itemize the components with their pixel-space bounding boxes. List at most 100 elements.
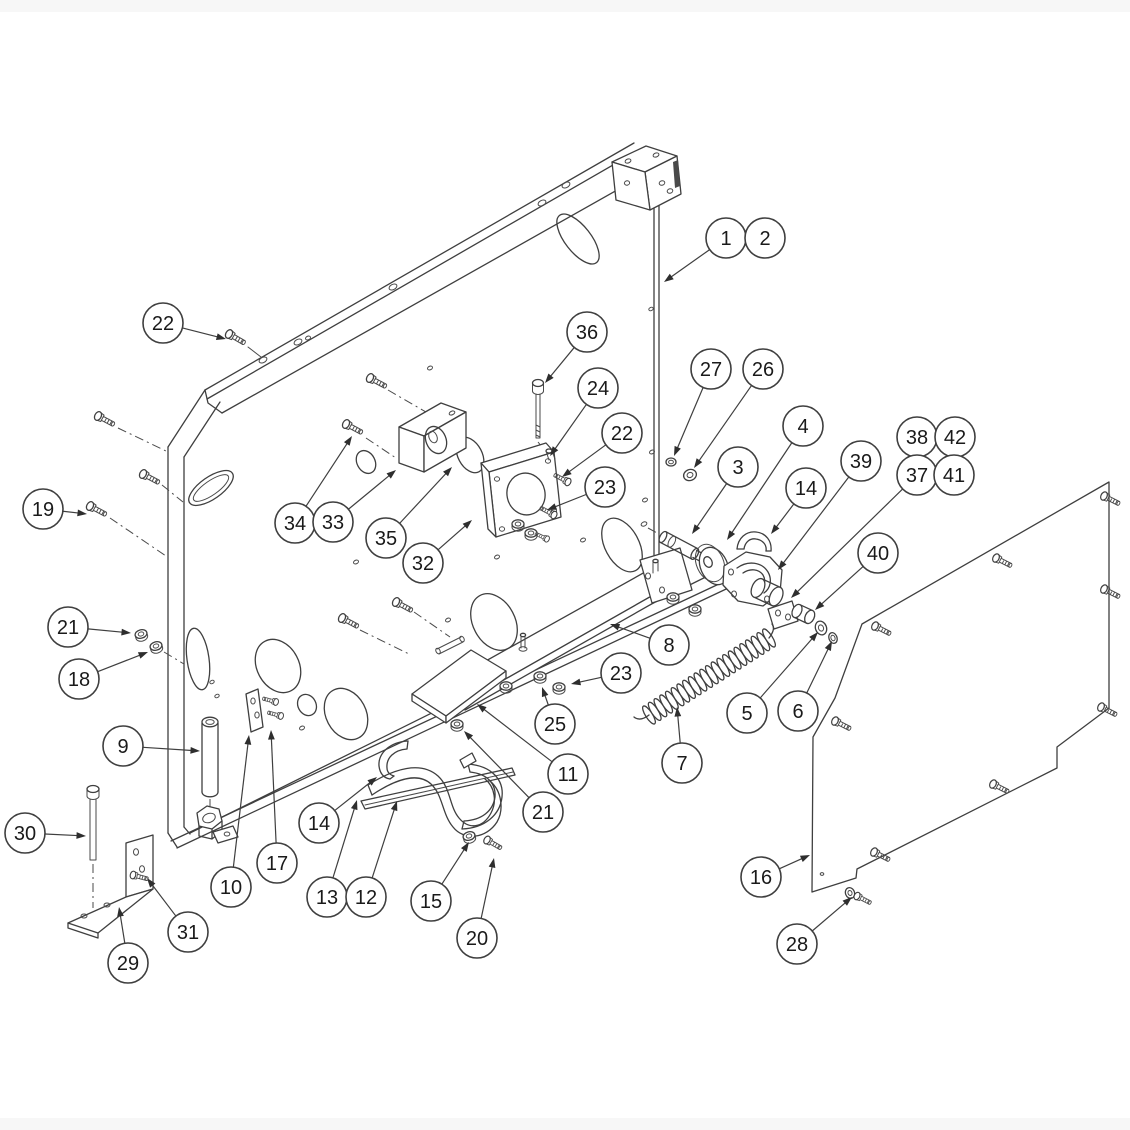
- callout-balloon-33: [312, 501, 354, 543]
- callout-30: 30: [4, 812, 86, 854]
- leader-arrowhead: [464, 731, 474, 741]
- bolt: [1098, 583, 1123, 602]
- callout-number: 13: [316, 887, 338, 909]
- callout-balloon-24: [577, 367, 619, 409]
- callout-number: 42: [944, 427, 966, 449]
- hinge-bracket: [611, 145, 682, 211]
- leader-arrowhead: [674, 445, 681, 456]
- leader-line: [552, 493, 587, 509]
- leader-line: [675, 387, 704, 451]
- callout-number: 11: [558, 764, 579, 786]
- leader-arrowhead: [477, 704, 487, 713]
- bar-end-plate: [639, 547, 693, 604]
- left-nuts: [133, 627, 185, 665]
- callout-number: 14: [795, 478, 817, 500]
- bolt: [1095, 701, 1120, 720]
- callout-number: 6: [792, 701, 803, 723]
- leader-arrowhead: [367, 777, 377, 786]
- leader-arrowhead: [824, 641, 832, 652]
- callout-32: 32: [402, 520, 472, 584]
- leader-arrowhead: [694, 458, 703, 468]
- flange-nut: [133, 627, 150, 644]
- keeper-plate: [245, 688, 285, 733]
- callout-8: 8: [610, 623, 690, 666]
- flange-nut: [461, 829, 478, 846]
- leader-line: [87, 628, 126, 634]
- leader-arrowhead: [547, 503, 558, 510]
- leader-line: [305, 440, 350, 507]
- leader-arrowhead: [343, 436, 352, 446]
- callout-balloon-6: [777, 690, 819, 732]
- callout-balloon-30: [4, 812, 46, 854]
- spacer-40: [791, 603, 816, 625]
- callout-number: 29: [117, 953, 139, 975]
- leader-arrowhead: [121, 628, 131, 636]
- left-edge-bolts: [84, 327, 262, 557]
- callout-number: 35: [375, 528, 397, 550]
- leader-arrowhead: [268, 730, 275, 740]
- callout-10: 10: [210, 735, 252, 908]
- callout-14: 14: [298, 777, 377, 844]
- leader-arrowhead: [799, 855, 810, 862]
- callout-15: 15: [410, 842, 469, 922]
- flat-blade: [360, 767, 516, 810]
- callout-number: 8: [663, 635, 674, 657]
- leader-line: [778, 856, 805, 870]
- callout-number: 28: [786, 934, 808, 956]
- callout-balloon-31: [167, 911, 209, 953]
- leader-line: [668, 249, 711, 280]
- corner-bracket-assembly: [67, 784, 154, 939]
- leader-line: [441, 846, 467, 885]
- bolt: [869, 620, 894, 639]
- callout-number: 22: [611, 423, 633, 445]
- callout-balloon-9: [102, 725, 144, 767]
- callout-balloon-16: [740, 856, 782, 898]
- callout-number: 23: [610, 663, 632, 685]
- callout-balloon-15: [410, 880, 452, 922]
- bolt: [336, 611, 362, 632]
- hook-strap: [736, 531, 772, 552]
- callout-number: 16: [750, 867, 772, 889]
- callout-33: 33: [312, 470, 396, 543]
- callout-number: 26: [752, 359, 774, 381]
- leader-line: [270, 735, 277, 844]
- callout-balloon-8: [648, 624, 690, 666]
- callout-balloon-12: [345, 876, 387, 918]
- callout-38: 38: [896, 416, 938, 458]
- side-panel: [811, 481, 1123, 908]
- callout-number: 18: [68, 669, 90, 691]
- callout-balloon-25: [534, 703, 576, 745]
- callout-number: 30: [14, 823, 36, 845]
- callout-balloon-5: [726, 692, 768, 734]
- callout-balloon-39: [840, 440, 882, 482]
- leader-arrowhead: [190, 746, 200, 754]
- callout-balloon-22: [601, 412, 643, 454]
- leader-arrowhead: [771, 524, 780, 534]
- bolt: [987, 778, 1012, 797]
- leader-line: [97, 653, 143, 673]
- callout-24: 24: [550, 367, 619, 456]
- callout-balloon-29: [107, 942, 149, 984]
- bolt: [223, 327, 248, 348]
- callout-balloon-20: [456, 917, 498, 959]
- callout-number: 41: [943, 465, 965, 487]
- callout-35: 35: [365, 467, 452, 559]
- callout-number: 37: [906, 465, 928, 487]
- callout-number: 32: [412, 553, 434, 575]
- bolt-36: [531, 378, 547, 453]
- callout-number: 21: [57, 617, 79, 639]
- leader-arrowhead: [571, 678, 582, 686]
- leader-arrowhead: [550, 446, 559, 456]
- panel-oval-cutouts: [185, 213, 643, 741]
- callout-7: 7: [661, 707, 703, 784]
- callout-number: 34: [284, 513, 306, 535]
- leader-arrowhead: [692, 524, 701, 534]
- bolt: [364, 371, 390, 392]
- callout-number: 19: [32, 499, 54, 521]
- leader-arrowhead: [791, 588, 801, 598]
- leader-arrowhead: [842, 897, 852, 906]
- leader-arrowhead: [460, 842, 469, 852]
- callout-balloon-3: [717, 446, 759, 488]
- callout-number: 21: [532, 802, 554, 824]
